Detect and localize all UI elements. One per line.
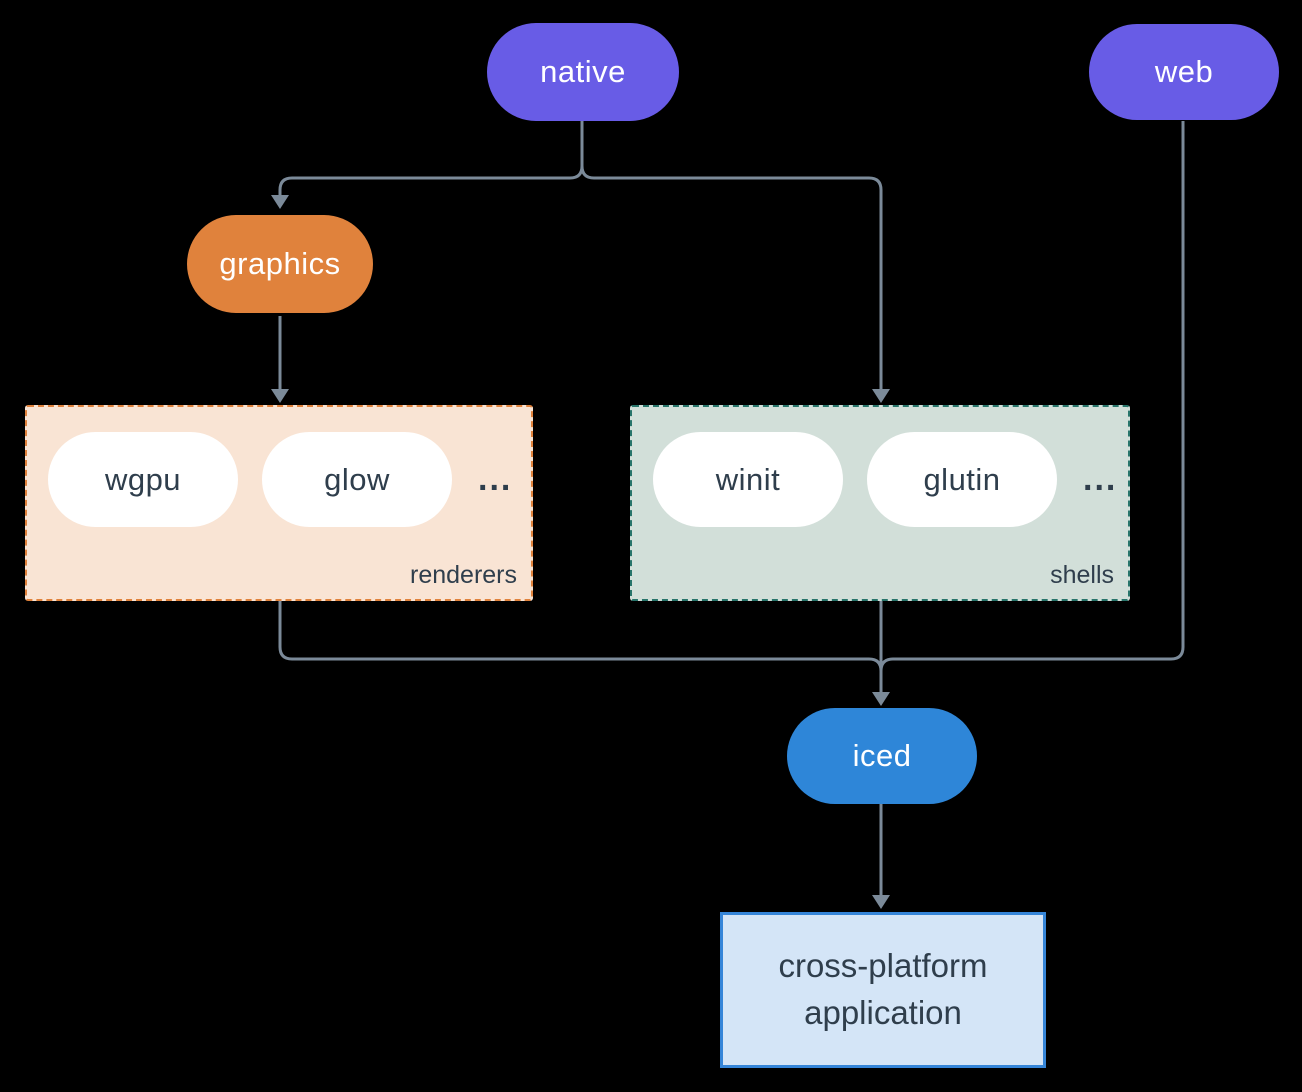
- node-iced-label: iced: [852, 738, 912, 773]
- node-web-label: web: [1154, 54, 1214, 89]
- node-glutin-label: glutin: [923, 461, 1001, 497]
- node-cross-platform-application: cross-platform application: [720, 912, 1046, 1068]
- edge-native-graphics: [278, 121, 584, 196]
- node-glow-label: glow: [324, 461, 390, 497]
- node-wgpu: wgpu: [48, 432, 238, 527]
- renderers-row: wgpu glow ...: [48, 432, 512, 527]
- node-web: web: [1089, 24, 1279, 120]
- renderers-ellipsis: ...: [478, 460, 513, 498]
- node-glow: glow: [262, 432, 452, 527]
- node-winit-label: winit: [715, 461, 781, 497]
- group-shells: winit glutin ... shells: [630, 405, 1130, 601]
- shells-row: winit glutin ...: [653, 432, 1117, 527]
- node-graphics: graphics: [187, 215, 373, 313]
- node-winit: winit: [653, 432, 843, 527]
- application-label-line1: cross-platform: [778, 947, 988, 985]
- edge-native-shells: [580, 165, 883, 389]
- arrowhead-application: [872, 895, 890, 909]
- node-native-label: native: [540, 54, 626, 89]
- arrowhead-graphics: [271, 195, 289, 209]
- node-glutin: glutin: [867, 432, 1057, 527]
- node-graphics-label: graphics: [219, 246, 341, 281]
- arrowhead-renderers: [271, 389, 289, 403]
- node-wgpu-label: wgpu: [104, 461, 182, 497]
- node-iced: iced: [787, 708, 977, 804]
- application-label-line2: application: [804, 994, 962, 1031]
- shells-group-label: shells: [1050, 561, 1114, 589]
- node-native: native: [487, 23, 679, 121]
- arrowhead-shells: [872, 389, 890, 403]
- arrowhead-iced: [872, 692, 890, 706]
- group-renderers: wgpu glow ... renderers: [25, 405, 533, 601]
- shells-ellipsis: ...: [1083, 460, 1118, 498]
- edge-renderers-iced: [278, 601, 883, 672]
- renderers-group-label: renderers: [410, 561, 517, 589]
